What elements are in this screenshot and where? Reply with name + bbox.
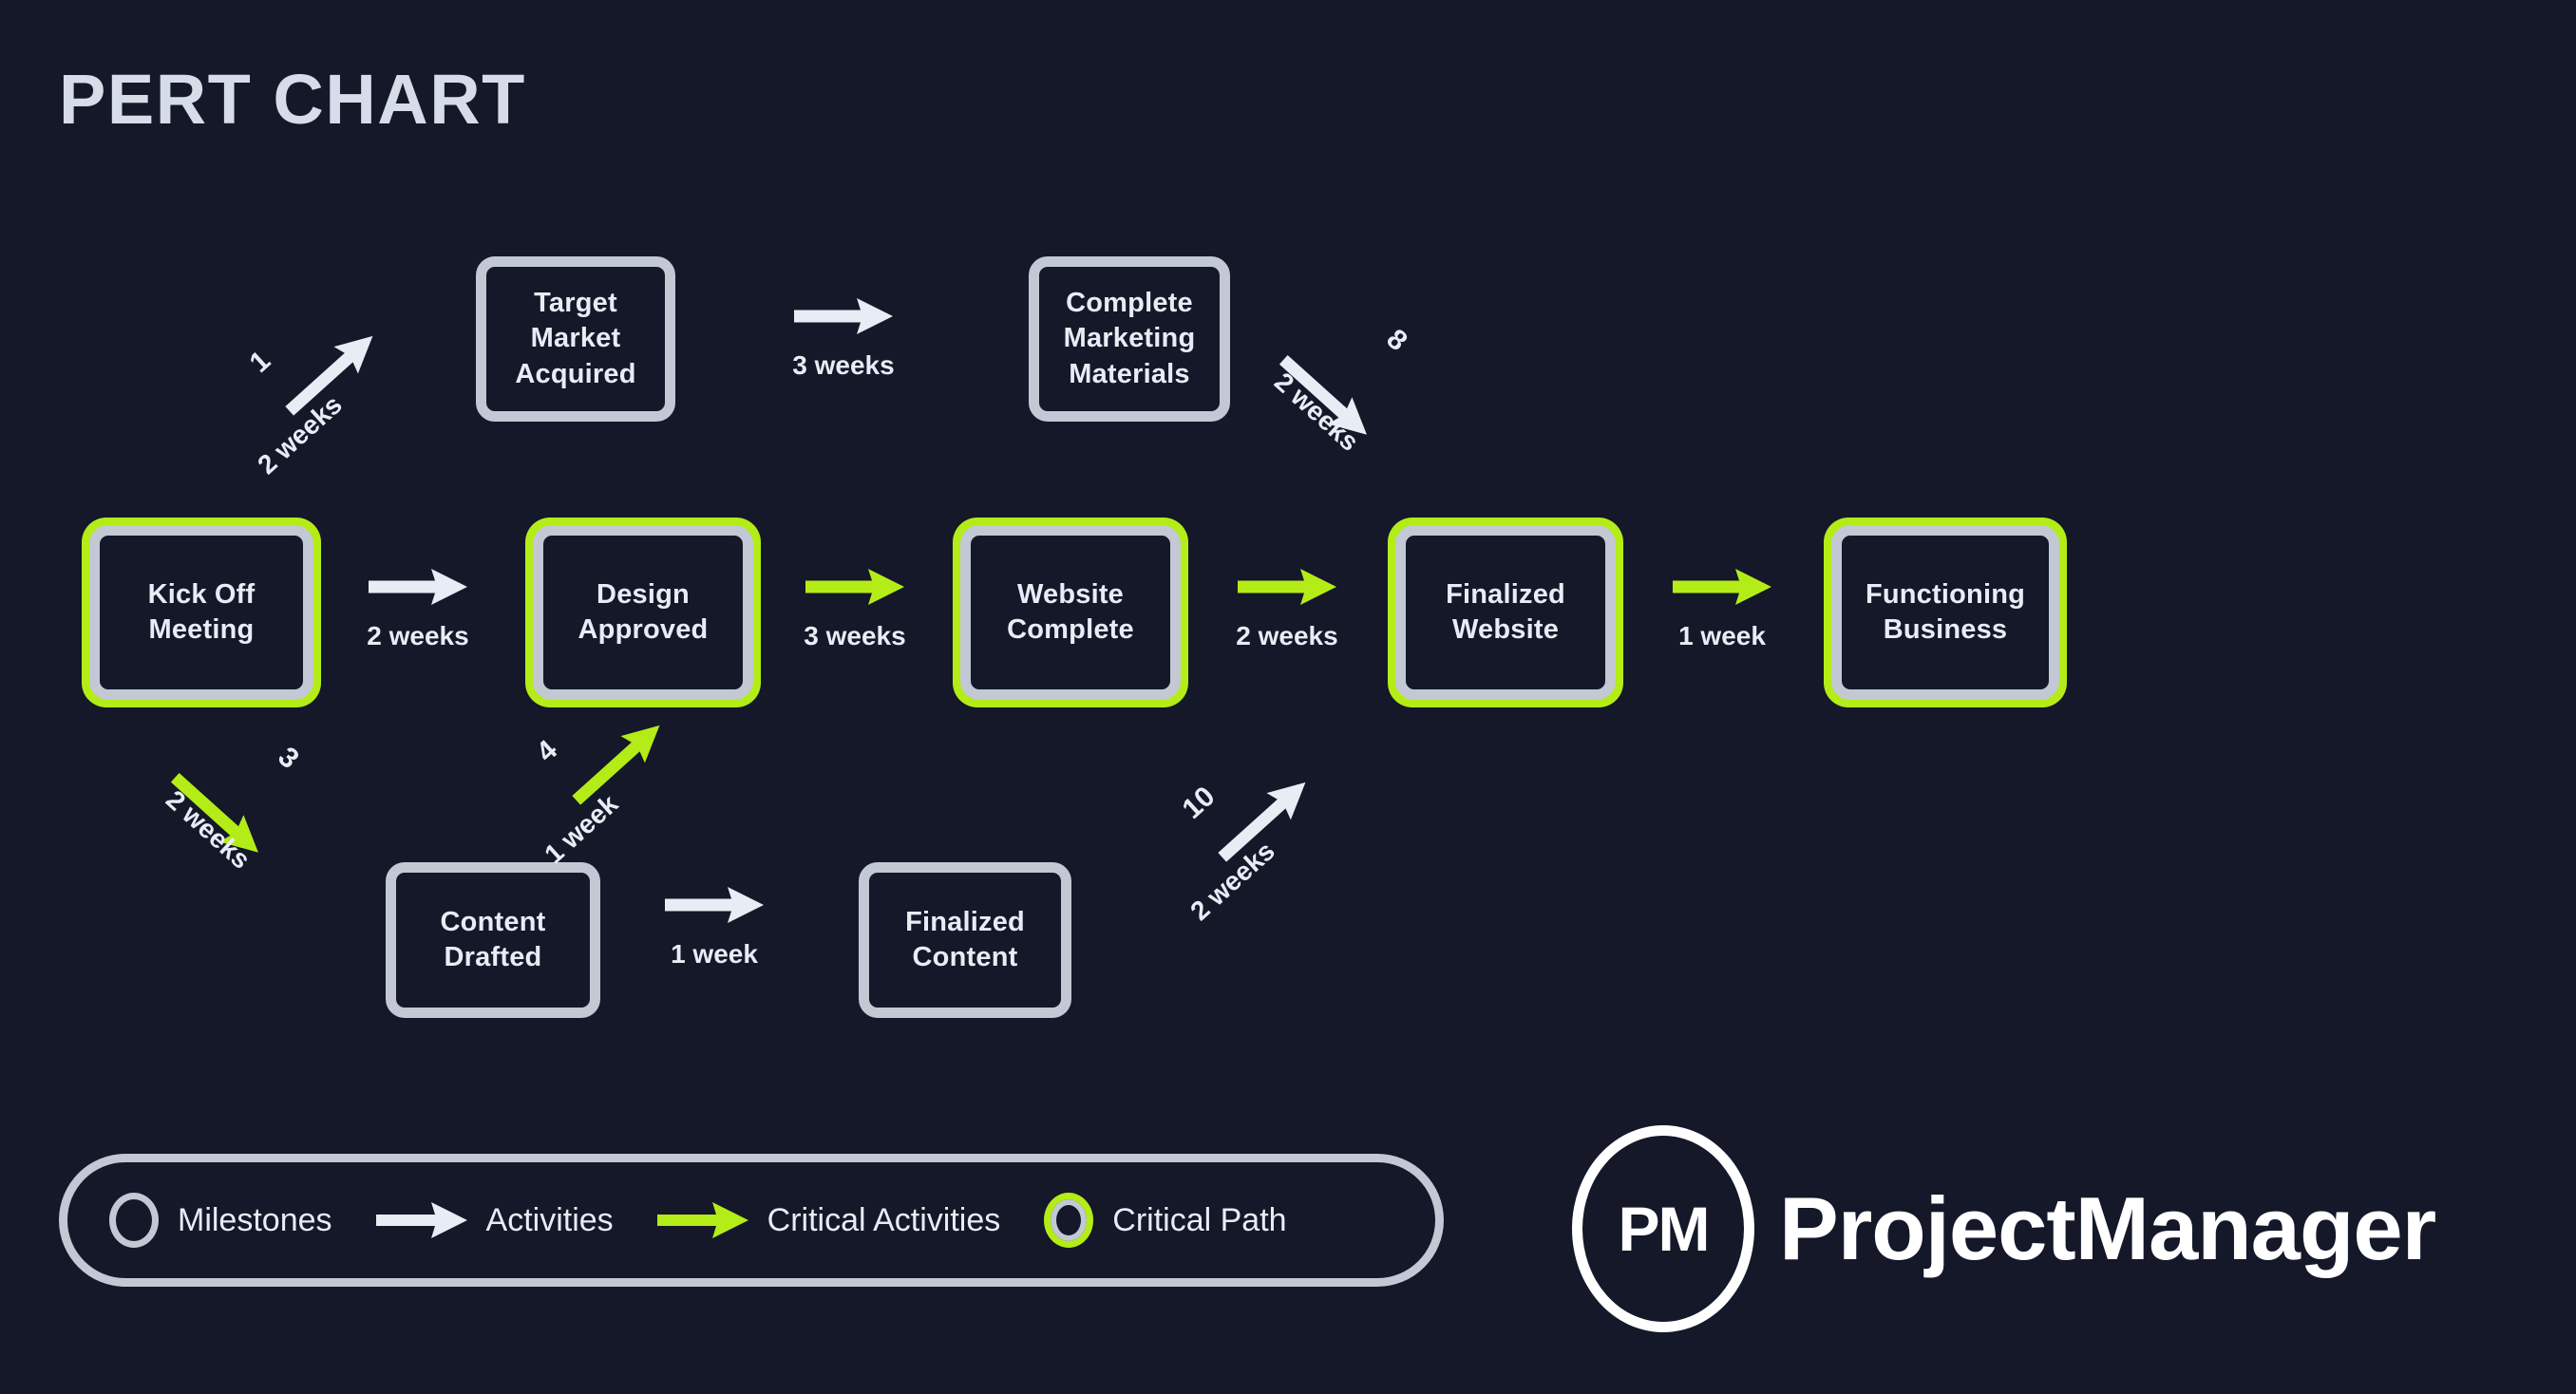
activity-duration: 2 weeks xyxy=(367,621,469,650)
arrow-right-icon xyxy=(369,560,467,613)
legend-item-label: Critical Activities xyxy=(767,1201,1001,1238)
circle-outline-icon xyxy=(109,1193,159,1248)
activity-6-design-approved-to-website-complete[interactable]: 3 weeks xyxy=(779,551,931,650)
activity-duration: 2 weeks xyxy=(1236,621,1338,650)
arrow-right-green-icon xyxy=(805,560,904,613)
legend-item-critical-activities[interactable]: Critical Activities xyxy=(656,1196,1045,1245)
legend: Milestones Activities Critical Activities C… xyxy=(59,1154,1444,1287)
activity-number: 8 xyxy=(1380,323,1413,358)
legend-item-label: Milestones xyxy=(178,1201,332,1238)
activity-5-content-drafted-to-finalized-content[interactable]: 1 week xyxy=(638,869,790,968)
legend-item-milestones[interactable]: Milestones xyxy=(109,1193,376,1248)
pm-logo-icon: PM xyxy=(1572,1125,1754,1332)
legend-item-label: Critical Path xyxy=(1112,1201,1287,1238)
activity-number: 1 xyxy=(243,345,277,379)
arrow-right-green-icon xyxy=(1673,560,1771,613)
activity-9-website-complete-to-finalized-website[interactable]: 2 weeks xyxy=(1211,551,1363,650)
activity-duration: 3 weeks xyxy=(804,621,906,650)
activity-2-kick-off-meeting-to-design-approved[interactable]: 2 weeks xyxy=(342,551,494,650)
activity-duration: 1 week xyxy=(1678,621,1766,650)
activity-7-target-market-acquired-to-complete-marketing-materials[interactable]: 3 weeks xyxy=(767,280,919,379)
arrow-right-icon xyxy=(794,290,893,343)
circle-outline-green-icon xyxy=(1044,1193,1094,1248)
projectmanager-logo: PM ProjectManager xyxy=(1572,1125,2436,1332)
arrow-right-green-icon xyxy=(1238,560,1336,613)
activity-duration: 3 weeks xyxy=(792,350,895,380)
arrow-right-icon xyxy=(375,1196,467,1245)
legend-item-critical-path[interactable]: Critical Path xyxy=(1044,1193,1330,1248)
legend-items: Milestones Activities Critical Activities C… xyxy=(67,1162,1435,1278)
activity-number: 4 xyxy=(530,734,564,768)
page-title: PERT CHART xyxy=(59,60,526,139)
legend-item-activities[interactable]: Activities xyxy=(375,1196,657,1245)
activity-number: 3 xyxy=(272,741,305,776)
legend-item-label: Activities xyxy=(485,1201,614,1238)
activity-11-finalized-website-to-functioning-business[interactable]: 1 week xyxy=(1646,551,1798,650)
brand-wordmark: ProjectManager xyxy=(1779,1178,2436,1278)
pm-logo-text: PM xyxy=(1618,1194,1711,1264)
activity-number: 10 xyxy=(1176,781,1222,825)
activity-duration: 1 week xyxy=(671,939,758,969)
arrow-right-icon xyxy=(665,878,764,932)
arrow-right-green-icon xyxy=(656,1196,748,1245)
